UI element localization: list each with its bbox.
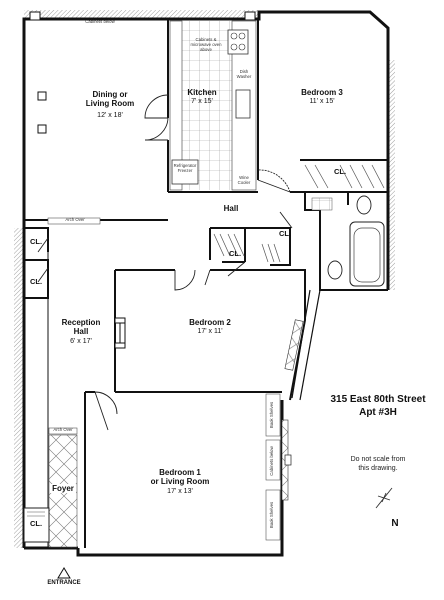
book-shelves-bottom-label: Book Shelves [269, 501, 274, 529]
arch-over-hall [47, 217, 101, 225]
cabinets-microwave-line1: Cabinets & [195, 37, 217, 42]
compass-north-label: N [391, 518, 399, 529]
bedroom3-closet-rods [304, 164, 385, 189]
address-line2: Apt #3H [359, 406, 397, 418]
room-bedroom2-name: Bedroom 2 [189, 318, 231, 327]
exterior-hatch-left [14, 228, 23, 548]
closet-hall-label: CL. [278, 229, 292, 238]
room-reception-dims: 6' x 17' [70, 338, 92, 345]
scale-note: Do not scale from this drawing. [330, 456, 426, 474]
room-reception-name: Reception Hall [56, 318, 106, 336]
address-line1: 315 East 80th Street [330, 394, 426, 405]
cabinets-microwave-label: Cabinets & microwave oven above [184, 37, 228, 53]
cabinets-microwave-line2: microwave oven [190, 41, 222, 47]
bay-window-glass [284, 319, 304, 371]
cabinets-below-b1 [265, 439, 281, 481]
bay-window-wall [291, 289, 321, 401]
hall-closet-shelving [213, 233, 281, 263]
room-dining-dims: 12' x 18' [97, 112, 123, 119]
bookshelf-top [265, 393, 281, 437]
room-bedroom1-name-line2: or Living Room [150, 477, 210, 487]
kitchen-counter-left [169, 20, 183, 191]
exterior-hatch-top [24, 10, 259, 19]
room-reception-name-line2: Hall [73, 327, 89, 337]
room-bedroom1-name-line1: Bedroom 1 [159, 468, 201, 477]
arch-over-foyer-label: Arch Over [53, 427, 73, 432]
dish-washer-label: Dish Washer [232, 69, 256, 80]
stove [227, 29, 249, 55]
room-bedroom2-dims: 17' x 11' [197, 328, 223, 335]
toilet [356, 195, 372, 215]
entrance-triangle-icon [57, 567, 71, 579]
room-reception-name-line1: Reception [61, 318, 101, 327]
room-bedroom1-name: Bedroom 1 or Living Room [140, 468, 220, 486]
cabinets-below-dining-label: Cabinets below [85, 19, 115, 24]
closet-bedroom3-label: CL. [333, 167, 347, 176]
closet-foyer-label: CL. [29, 519, 43, 528]
room-bedroom1-dims: 17' x 13' [167, 488, 193, 495]
scale-note-line1: Do not scale from [350, 456, 406, 463]
bedroom2-wall-detail [114, 317, 126, 349]
wine-cooler-line1: Wine [239, 175, 249, 180]
dish-washer-line1: Dish [239, 69, 249, 74]
cabinets-below-b1-label: Cabinets below [269, 446, 274, 476]
address-block: 315 East 80th Street Apt #3H [318, 394, 438, 419]
dish-washer-line2: Washer [236, 73, 252, 79]
foyer-closet [23, 507, 50, 543]
kitchen-sink [235, 89, 251, 119]
closet-left-bottom-label: CL. [29, 277, 43, 286]
room-dining-name-line1: Dining or [92, 90, 128, 99]
scale-note-line2: this drawing. [358, 464, 398, 472]
entrance-label: ENTRANCE [47, 580, 81, 586]
room-bedroom3-dims: 11' x 15' [309, 98, 335, 105]
room-dining-name: Dining or Living Room [70, 90, 150, 108]
room-bedroom3-name: Bedroom 3 [301, 88, 343, 97]
dining-wall-details [29, 11, 256, 134]
room-kitchen-name: Kitchen [187, 88, 217, 97]
closet-hall-small-label: CL. [228, 249, 242, 258]
room-foyer-name: Foyer [50, 484, 76, 494]
arch-over-hall-label: Arch Over [65, 217, 85, 222]
refrigerator-line2: Freezer [177, 167, 193, 173]
compass-icon [375, 487, 393, 509]
room-kitchen-dims: 7' x 15' [191, 98, 213, 105]
book-shelves-top-label: Book Shelves [269, 401, 274, 429]
wine-cooler-label: Wine Cooler [232, 175, 256, 186]
bathroom-sink [327, 260, 343, 280]
room-hall-name: Hall [223, 204, 239, 213]
room-dining-name-line2: Living Room [85, 99, 135, 109]
arch-over-foyer [48, 427, 78, 435]
closet-left-top-label: CL. [29, 237, 43, 246]
bookshelf-bottom [265, 489, 281, 541]
refrigerator [171, 159, 199, 185]
bathtub [349, 221, 385, 287]
refrigerator-line1: Refrigerator [173, 163, 197, 168]
wine-cooler-line2: Cooler [237, 179, 251, 185]
exterior-hatch-right [388, 60, 395, 290]
refrigerator-label: Refrigerator Freezer [172, 163, 198, 174]
cabinets-microwave-line3: above [200, 46, 212, 52]
